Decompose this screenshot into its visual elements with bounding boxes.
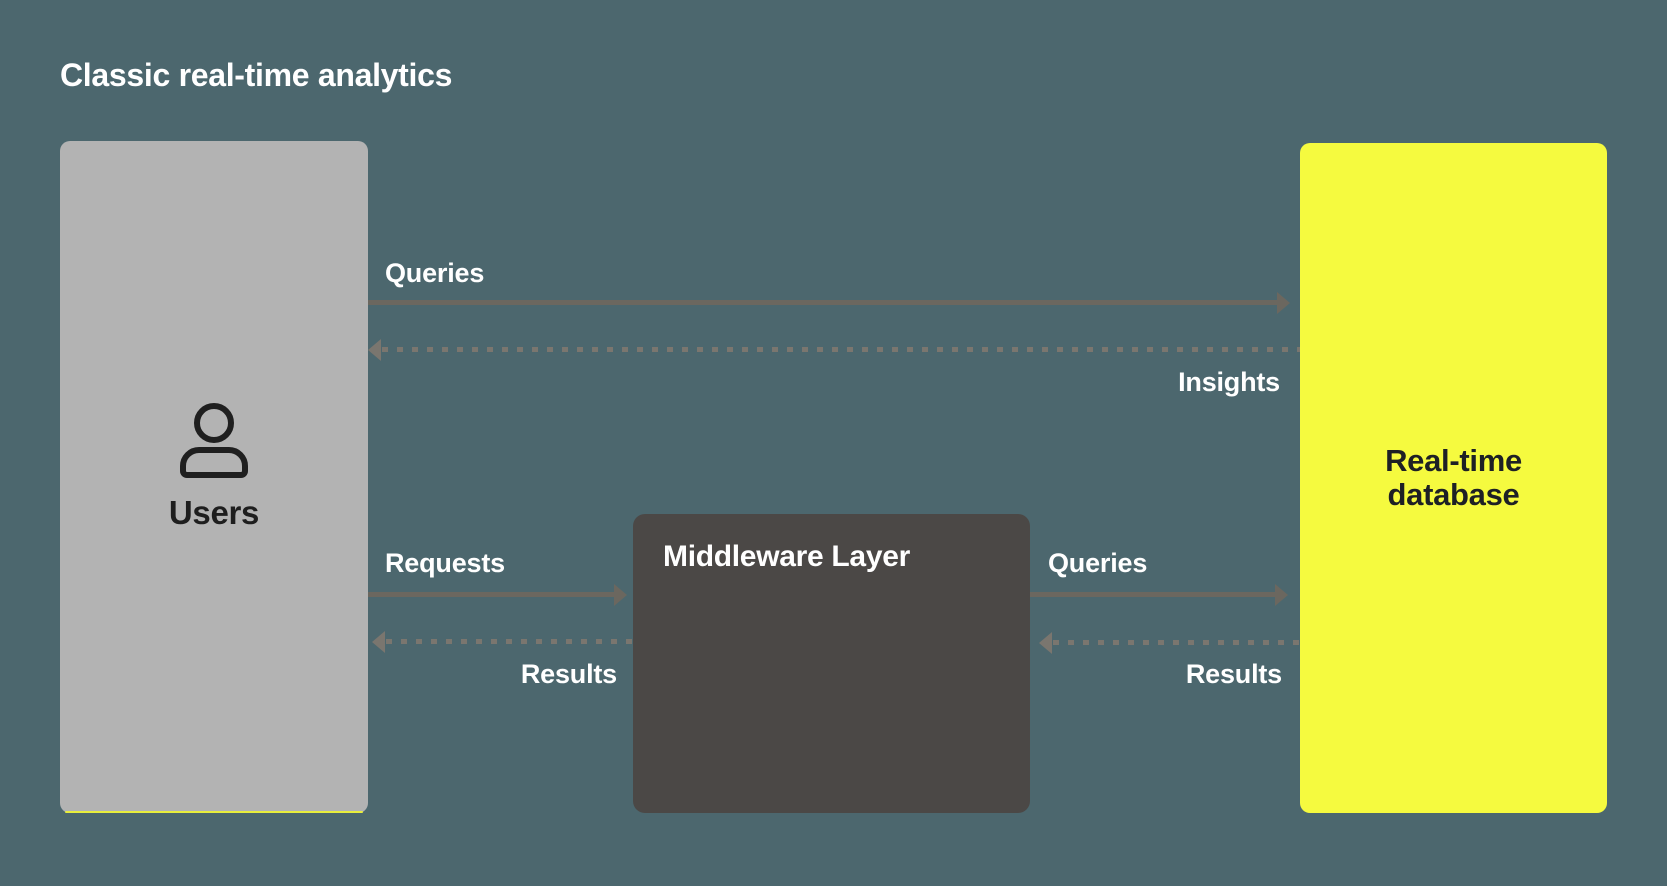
edge-line	[1053, 640, 1300, 645]
edge-line	[368, 300, 1278, 305]
edge-line	[1030, 592, 1276, 597]
node-database: Real-time database	[1300, 143, 1607, 813]
arrow-right-icon	[614, 584, 627, 606]
arrow-left-icon	[368, 339, 381, 361]
arrow-left-icon	[1039, 632, 1052, 654]
database-label: Real-time database	[1385, 443, 1522, 512]
edge-label-requests: Requests	[385, 548, 505, 578]
page-title: Classic real-time analytics	[60, 57, 453, 93]
edge-line	[382, 347, 1300, 352]
edge-line	[368, 592, 615, 597]
user-icon-body	[180, 446, 248, 478]
user-icon	[180, 402, 248, 478]
edge-label-queries-bottom: Queries	[1048, 548, 1148, 578]
node-middleware: Middleware Layer	[633, 514, 1030, 813]
users-label: Users	[168, 493, 260, 531]
node-users: Users	[60, 141, 368, 813]
arrow-left-icon	[372, 631, 385, 653]
edge-label-insights: Insights	[1178, 367, 1280, 397]
arrow-right-icon	[1275, 584, 1288, 606]
arrow-right-icon	[1277, 292, 1290, 314]
edge-line	[386, 639, 633, 644]
edge-label-results-right: Results	[1185, 659, 1282, 689]
edge-label-queries-top: Queries	[385, 258, 485, 288]
middleware-label: Middleware Layer	[663, 540, 910, 573]
edge-label-results-left: Results	[520, 659, 617, 689]
user-icon-head	[194, 402, 234, 443]
